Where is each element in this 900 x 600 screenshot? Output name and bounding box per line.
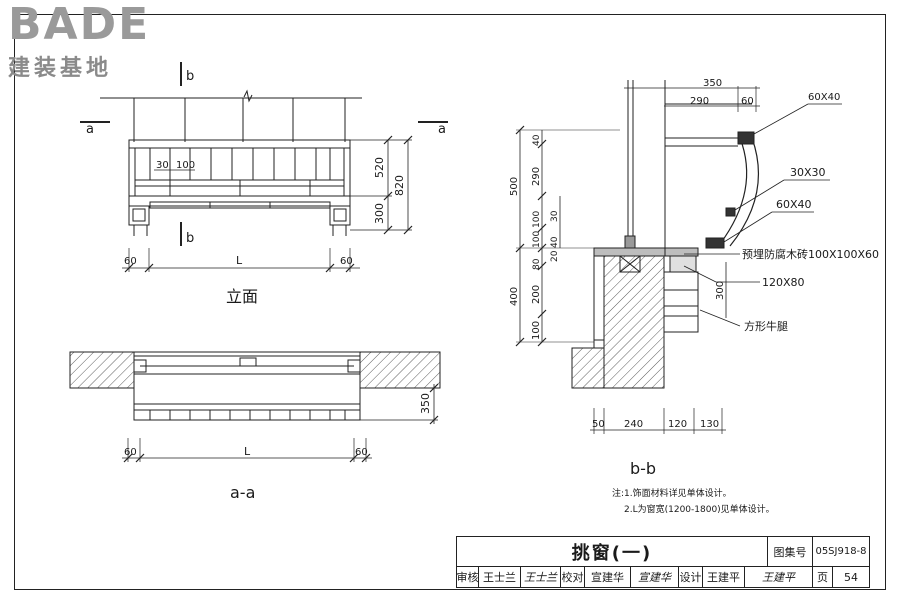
drawing-frame: [14, 14, 886, 590]
section-left-100a: 100: [532, 211, 542, 228]
plan-caption: a-a: [230, 483, 255, 502]
elevation-view: [80, 62, 448, 273]
logo-subtitle: 建装基地: [8, 56, 113, 81]
label-60x40: 60X40: [776, 198, 812, 211]
design-name: 王建平: [703, 567, 745, 587]
section-left-500: 500: [509, 177, 520, 196]
design-label: 设计: [679, 567, 703, 587]
atlas-number-value: 05SJ918-8: [813, 537, 869, 567]
section-left-100b: 100: [532, 231, 542, 248]
design-signature: 王建平: [745, 567, 813, 587]
section-caption: b-b: [630, 459, 656, 478]
bade-logo: BADE 建装基地: [8, 2, 150, 82]
section-bottom-130: 130: [700, 419, 719, 430]
page-label: 页: [813, 567, 833, 587]
elev-dim-60-left: 60: [124, 256, 137, 267]
elev-section-b-bottom: b: [186, 231, 194, 246]
section-bottom-240: 240: [624, 419, 643, 430]
check-label: 校对: [561, 567, 585, 587]
elev-dim-820: 820: [393, 175, 406, 196]
elev-dim-520: 520: [373, 157, 386, 178]
section-left-80: 80: [532, 258, 542, 270]
section-left-20: 20: [550, 250, 560, 262]
section-left-30: 30: [550, 210, 560, 222]
review-label: 审核: [457, 567, 479, 587]
label-bracket: 方形牛腿: [744, 319, 788, 333]
section-dim-60: 60: [741, 96, 754, 107]
plan-dim-60-left: 60: [124, 447, 137, 458]
elev-section-a-right: a: [438, 122, 446, 137]
label-120x80: 120X80: [762, 276, 805, 289]
section-left-40a: 40: [532, 134, 542, 146]
section-view: [515, 80, 842, 434]
section-left-290: 290: [531, 167, 542, 186]
elev-dim-60-right: 60: [340, 256, 353, 267]
section-left-200: 200: [531, 285, 542, 304]
page-number: 54: [844, 570, 858, 584]
check-name: 宣建华: [585, 567, 631, 587]
review-name: 王士兰: [479, 567, 521, 587]
elev-dim-L: L: [236, 254, 243, 267]
drawing-title: 挑窗(一): [457, 537, 768, 567]
note-line-1: 注:1.饰面材料详见单体设计。: [612, 487, 732, 499]
title-block: 挑窗(一) 图集号 05SJ918-8 审核 王士兰 王士兰 校对 宣建华 宣建…: [456, 536, 870, 588]
section-dim-290: 290: [690, 96, 709, 107]
plan-dim-60-right: 60: [355, 447, 368, 458]
elev-section-b-top: b: [186, 69, 194, 84]
section-left-100c: 100: [531, 321, 542, 340]
section-left-40b: 40: [550, 236, 560, 248]
label-wood-brick: 预埋防腐木砖100X100X60: [742, 247, 879, 261]
section-right-300: 300: [715, 281, 726, 300]
note-line-2: 2.L为窗宽(1200-1800)见单体设计。: [624, 503, 775, 515]
section-left-400: 400: [509, 287, 520, 306]
label-30x30: 30X30: [790, 166, 826, 179]
label-60x40-top: 60X40: [808, 92, 840, 103]
plan-dim-L: L: [244, 445, 251, 458]
elev-dim-300: 300: [373, 203, 386, 224]
atlas-number-label: 图集号: [768, 537, 813, 567]
elev-dim-100: 100: [176, 160, 195, 171]
check-signature: 宣建华: [631, 567, 679, 587]
elev-dim-30: 30: [156, 160, 169, 171]
plan-view: [69, 351, 441, 463]
section-dim-350: 350: [703, 78, 722, 89]
elevation-caption: 立面: [226, 287, 258, 306]
logo-wordmark: BADE: [8, 0, 151, 50]
section-bottom-120: 120: [668, 419, 687, 430]
elev-section-a-left: a: [86, 122, 94, 137]
plan-dim-350: 350: [419, 393, 432, 414]
review-signature: 王士兰: [521, 567, 561, 587]
section-bottom-50: 50: [592, 419, 605, 430]
